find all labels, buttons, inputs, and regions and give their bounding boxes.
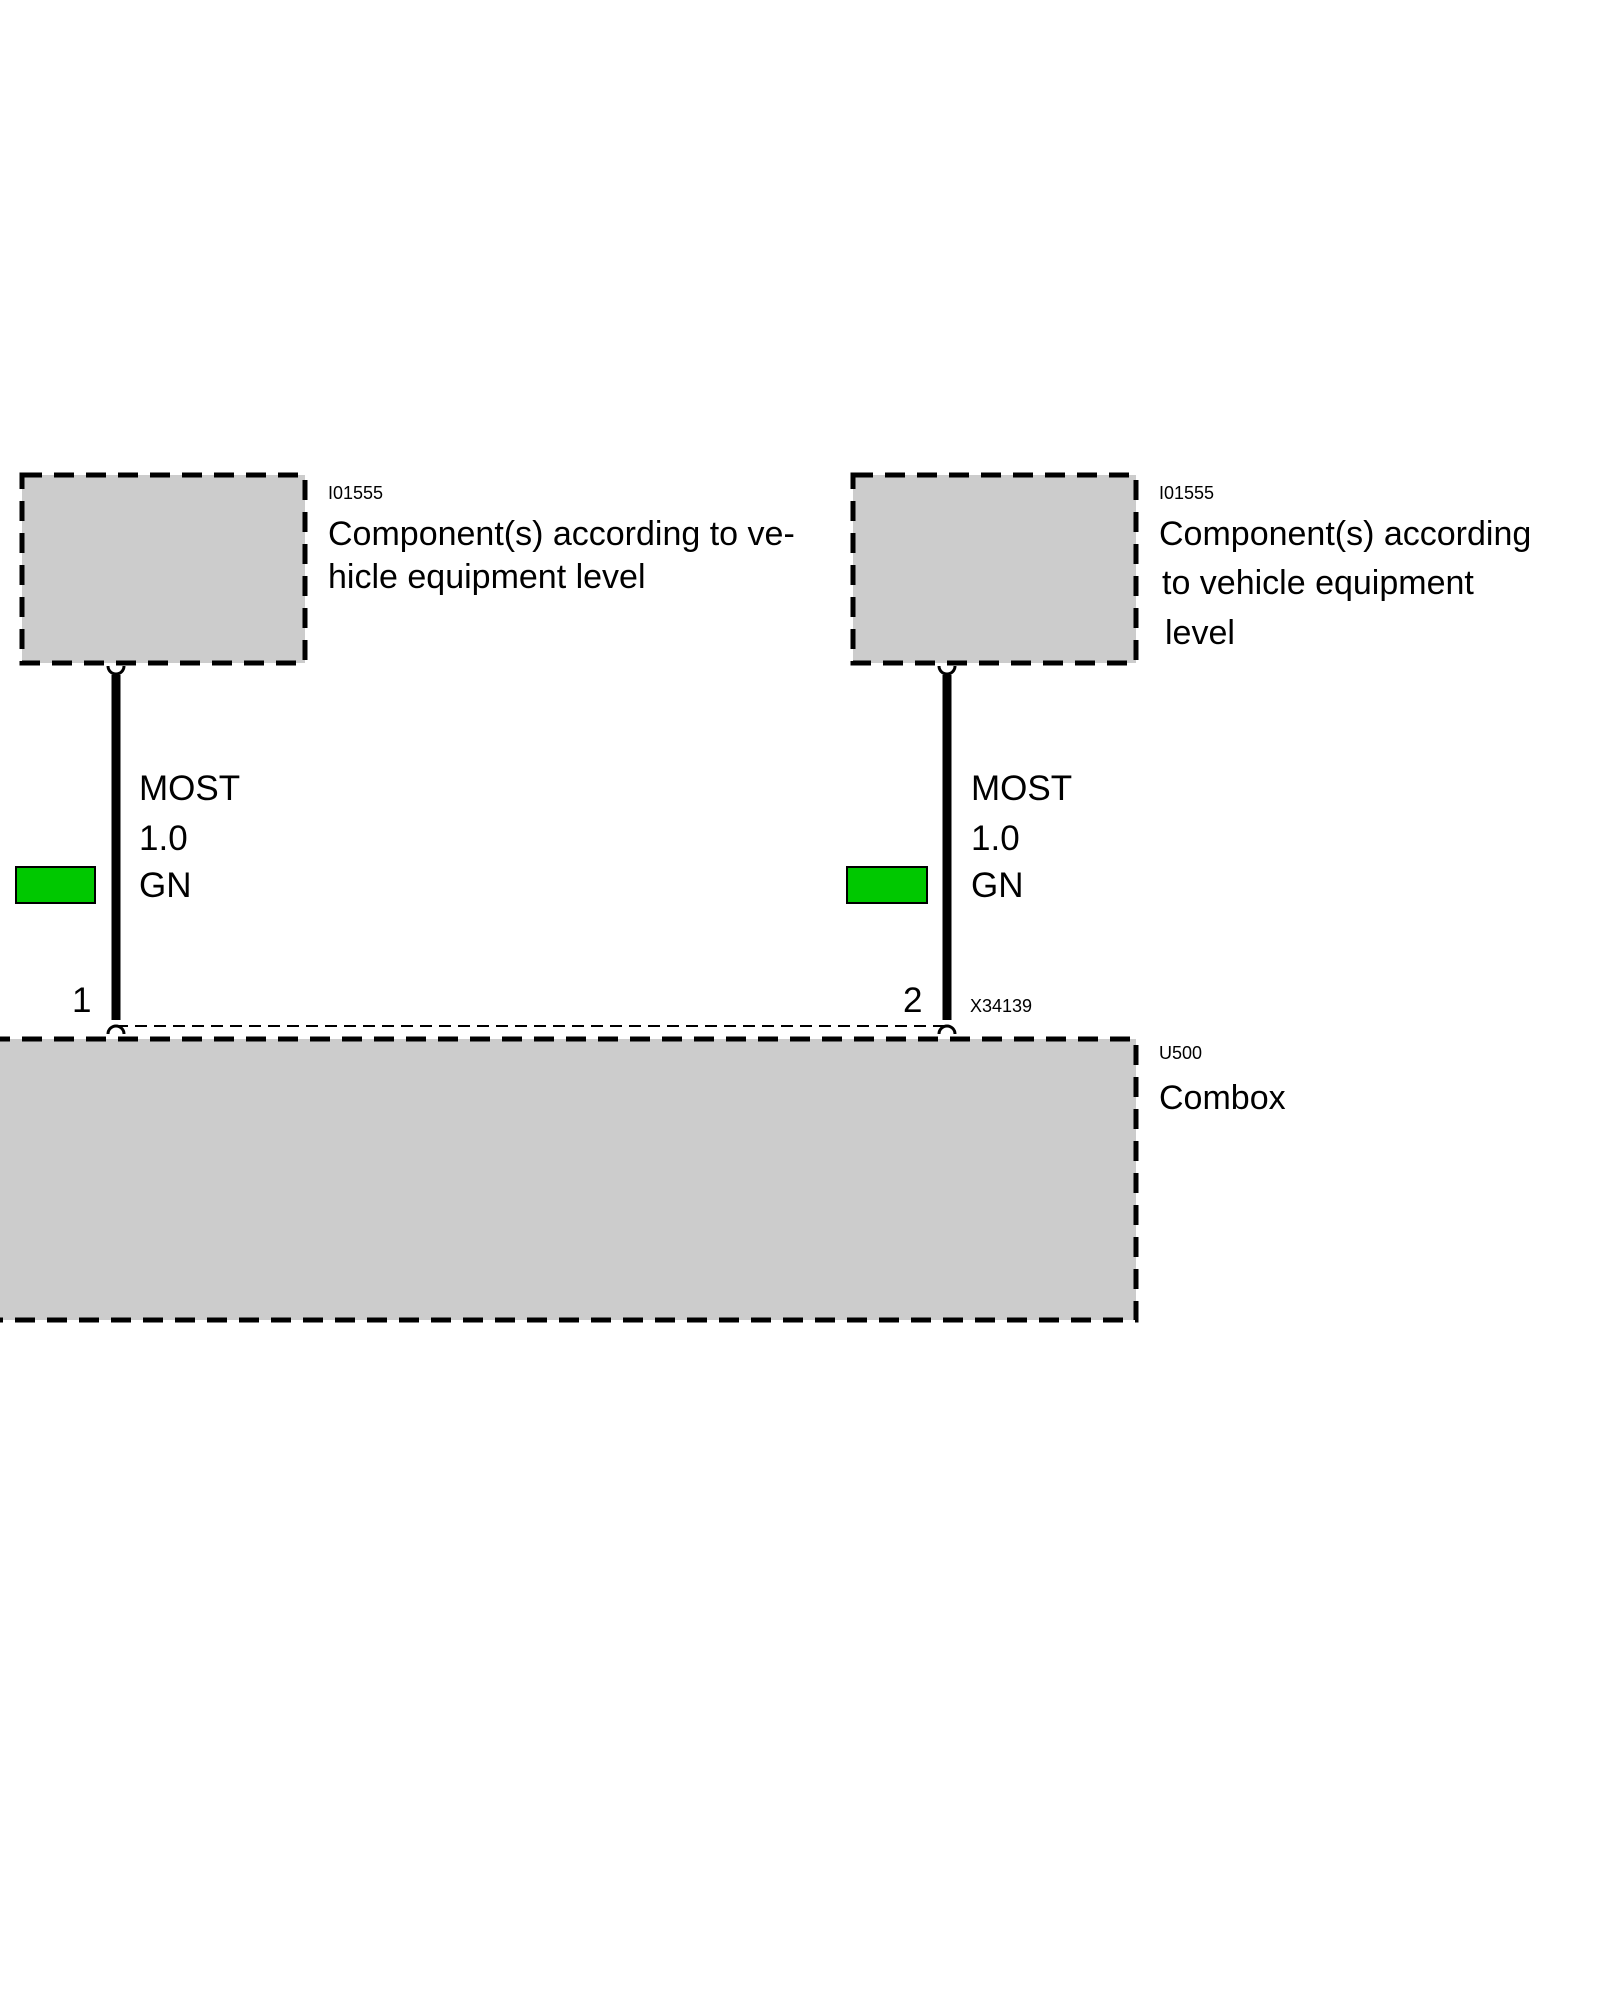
pin-number-right: 2 <box>903 981 922 1020</box>
pin-socket-icon <box>937 1024 957 1035</box>
component-code-left: I01555 <box>328 483 383 503</box>
component-box-left[interactable] <box>19 472 308 666</box>
wire-right[interactable] <box>937 665 957 1035</box>
component-box-right[interactable] <box>850 472 1139 666</box>
wire-type-left: MOST <box>139 769 240 808</box>
component-desc-left-line2: hicle equipment level <box>328 558 646 596</box>
module-box[interactable] <box>0 1036 1139 1323</box>
pin-socket-icon <box>106 665 126 676</box>
wire-size-left: 1.0 <box>139 819 188 858</box>
component-code-right: I01555 <box>1159 483 1214 503</box>
component-desc-right-line1: Component(s) according <box>1159 515 1531 553</box>
component-desc-right-line2: to vehicle equipment <box>1162 564 1474 602</box>
wire-color-code-left: GN <box>139 866 192 905</box>
component-desc-right-line3: level <box>1165 614 1235 652</box>
pin-socket-icon <box>937 665 957 676</box>
module-name: Combox <box>1159 1079 1286 1117</box>
wire-color-code-right: GN <box>971 866 1024 905</box>
wire-color-swatch-left <box>15 866 96 904</box>
module-code: U500 <box>1159 1043 1202 1063</box>
wire-type-right: MOST <box>971 769 1072 808</box>
wire-left[interactable] <box>106 665 126 1035</box>
connector-code: X34139 <box>970 996 1032 1016</box>
wire-size-right: 1.0 <box>971 819 1020 858</box>
component-desc-left-line1: Component(s) according to ve- <box>328 515 795 553</box>
pin-socket-icon <box>106 1024 126 1035</box>
pin-number-left: 1 <box>72 981 91 1020</box>
wire-color-swatch-right <box>846 866 928 904</box>
